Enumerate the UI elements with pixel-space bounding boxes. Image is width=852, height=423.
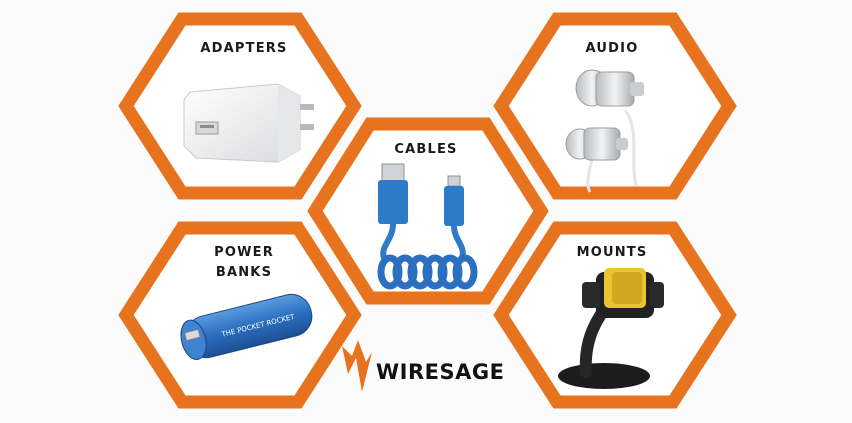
adapter-image <box>183 83 314 163</box>
brand-name: WIRESAGE <box>376 360 504 384</box>
earphones-image <box>565 69 644 193</box>
label-power: POWER <box>214 245 274 260</box>
cable-image <box>377 163 478 290</box>
label-cables: CABLES <box>394 142 457 157</box>
label-audio: AUDIO <box>586 41 639 56</box>
wiresage-logo: WIRESAGE <box>342 340 504 392</box>
phone-mount-image <box>558 268 664 389</box>
hex-adapters[interactable]: ADAPTERS <box>118 12 362 200</box>
hex-cables[interactable]: CABLES <box>307 117 549 305</box>
wiresage-logo-mark-icon <box>342 340 372 392</box>
label-mounts: MOUNTS <box>577 245 648 260</box>
power-bank-image: THE POCKET ROCKET <box>180 293 313 360</box>
label-banks: BANKS <box>216 265 272 280</box>
hex-power-banks[interactable]: POWER BANKS THE POCKET ROCKET <box>118 221 362 409</box>
hex-mounts[interactable]: MOUNTS <box>493 221 737 409</box>
hex-audio[interactable]: AUDIO <box>493 12 737 200</box>
label-adapters: ADAPTERS <box>200 41 287 56</box>
